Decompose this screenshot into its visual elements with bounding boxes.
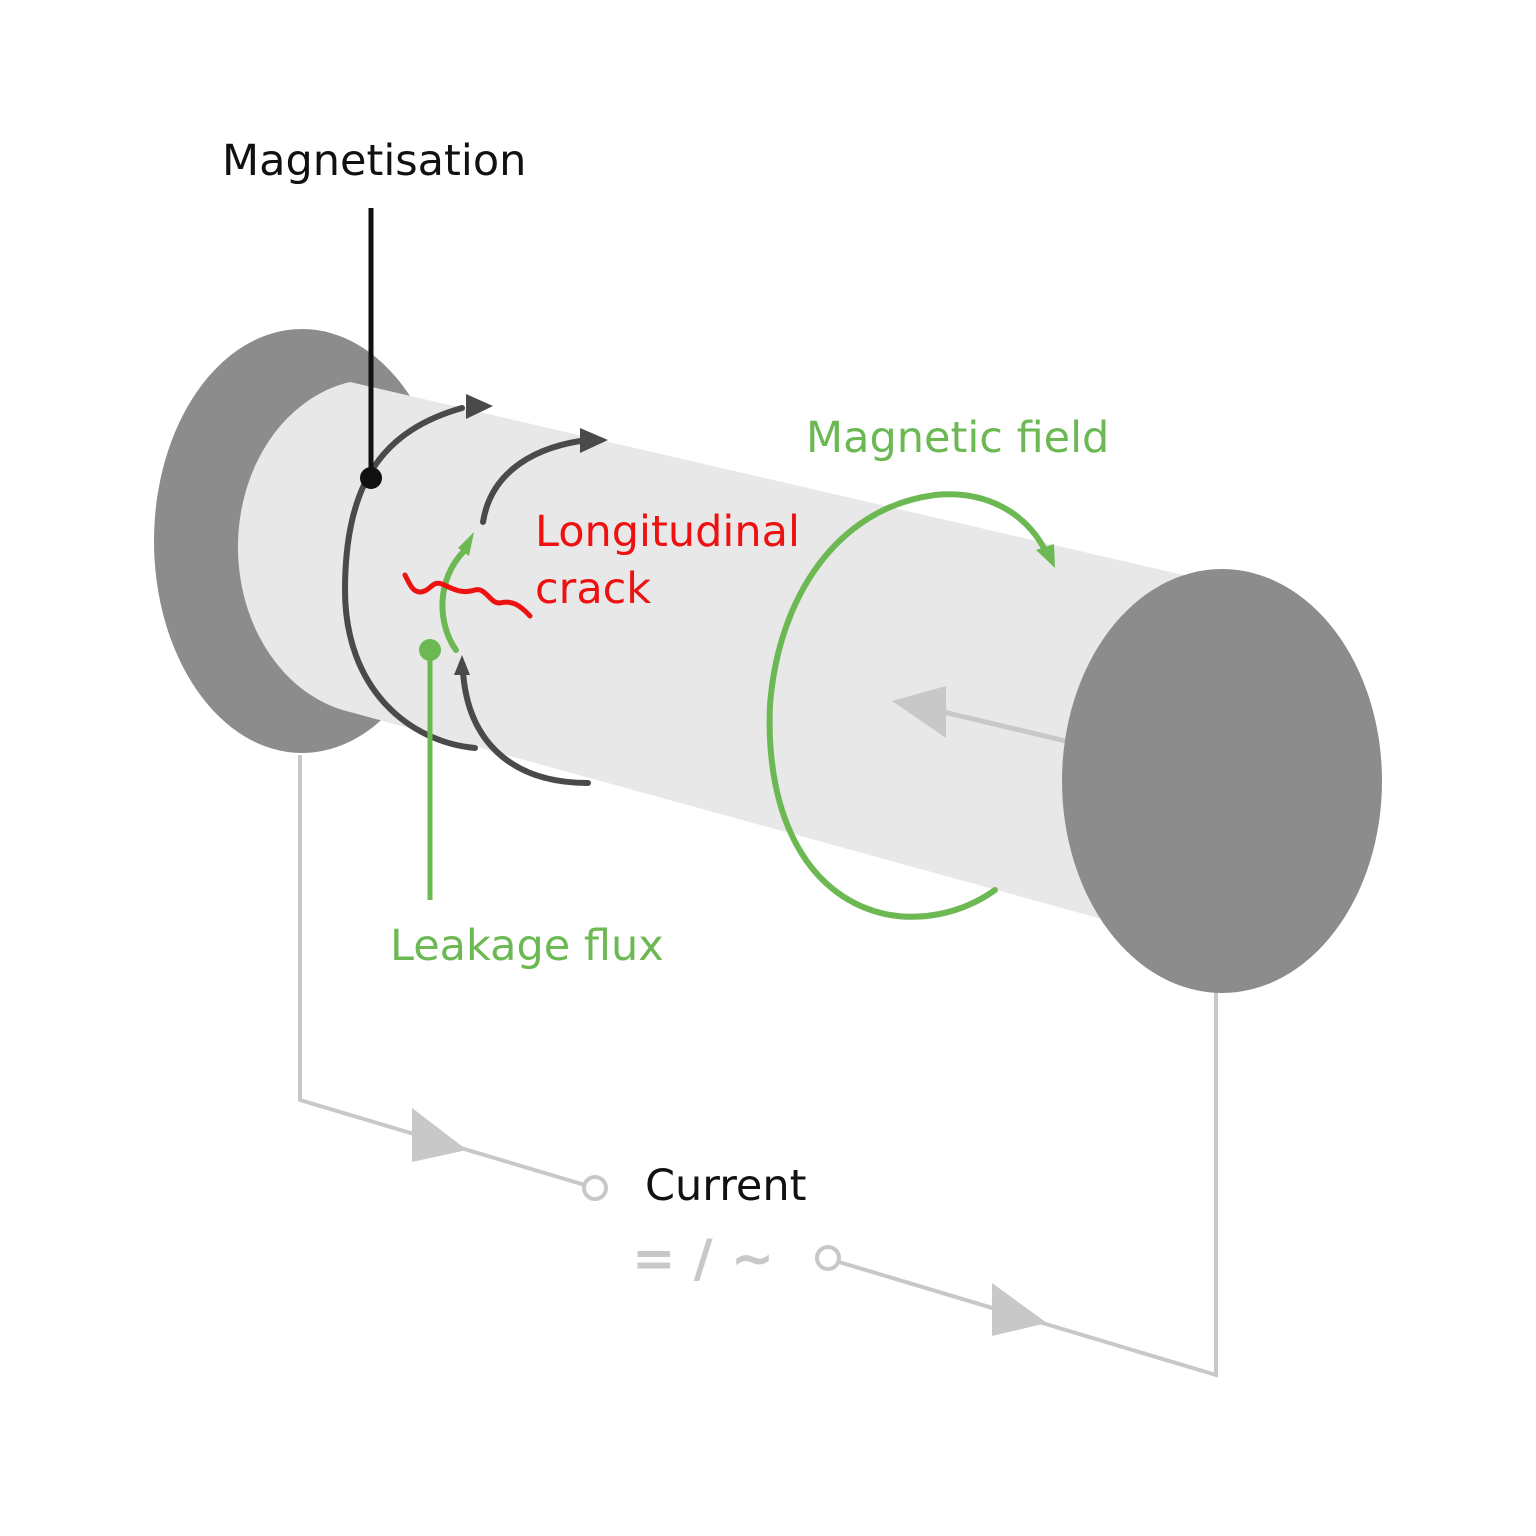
magnetisation-ring-2-arrow [454,655,470,675]
current-type-symbol: = / ~ [632,1229,774,1289]
longitudinal-crack [402,572,533,619]
cylinder-body [237,382,1205,935]
leakage-flux-label: Leakage flux [390,921,664,971]
magnetisation-ring-3 [480,438,583,525]
magnetic-field-loop [766,491,1055,920]
magnetisation-label: Magnetisation [222,136,526,186]
magnetic-field-loop-path [766,491,1048,920]
magnetic-field-label: Magnetic field [806,413,1109,463]
leakage-flux-line [439,532,474,653]
internal-current-arrow [892,686,1071,745]
magnetisation-ring-3-arrow [580,428,608,453]
current-label: Current [645,1161,807,1211]
current-circuit [298,755,1218,1378]
internal-current-arrow-shaft [934,707,1071,745]
magnetisation-leader-dot [360,467,382,489]
circuit-wire-right [838,985,1218,1378]
magnetisation-ring-2 [460,669,591,786]
longitudinal-crack-label-line1: Longitudinal [535,507,800,557]
right-end-cap [1062,569,1382,993]
circuit-arrow-left [412,1108,467,1162]
circuit-wire-left [298,755,596,1190]
longitudinal-crack-label-line2: crack [535,564,651,614]
circuit-terminal-right [815,1245,841,1271]
circuit-arrow-right [992,1283,1047,1336]
magnetisation-ring-1-arrow [466,394,493,419]
leakage-flux-curve [439,547,468,653]
circuit-terminal-left [582,1175,608,1201]
leakage-flux-arrow [458,532,474,556]
internal-current-arrow-head [892,686,946,738]
leakage-flux-leader-dot [419,639,441,661]
magnetic-field-loop-arrow [1036,544,1055,568]
magnetisation-ring-1 [341,405,478,751]
magnetisation-lines [341,394,608,786]
